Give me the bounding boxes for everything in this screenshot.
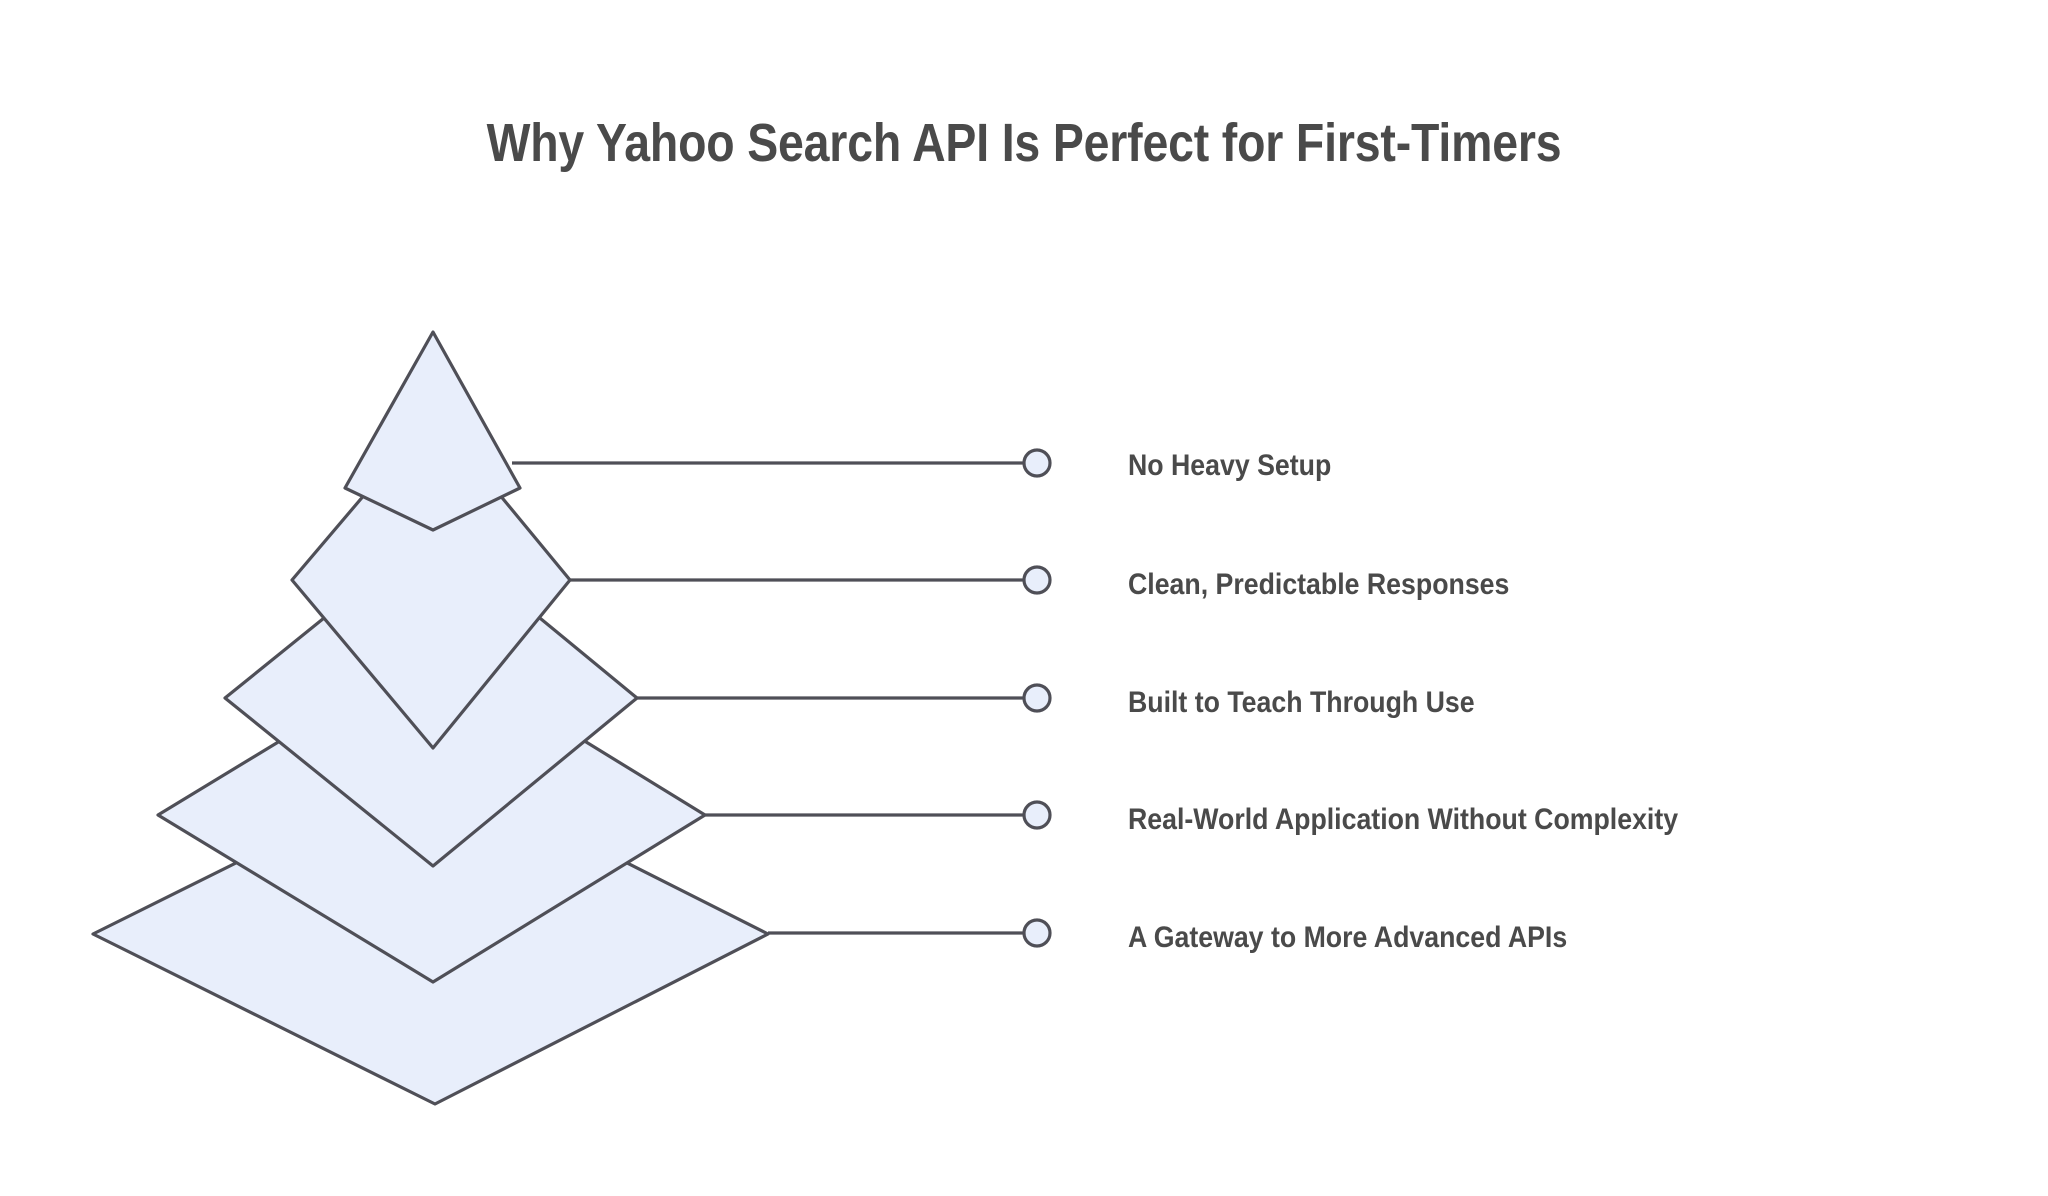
pyramid-level-1-label: No Heavy Setup <box>1128 449 1332 482</box>
pyramid-level-3-marker[interactable] <box>1022 683 1052 713</box>
pyramid-level-2-marker[interactable] <box>1022 565 1052 595</box>
pyramid-level-3-label: Built to Teach Through Use <box>1128 686 1475 719</box>
pyramid-level-1-shape[interactable] <box>343 330 522 532</box>
pyramid-level-4-label: Real-World Application Without Complexit… <box>1128 803 1679 836</box>
pyramid-level-2-label: Clean, Predictable Responses <box>1128 568 1510 601</box>
pyramid-level-1-marker[interactable] <box>1022 448 1052 478</box>
page-title: Why Yahoo Search API Is Perfect for Firs… <box>486 113 1562 173</box>
pyramid-level-5-label: A Gateway to More Advanced APIs <box>1128 921 1568 954</box>
pyramid-level-4-marker[interactable] <box>1022 800 1052 830</box>
pyramid-level-5-marker[interactable] <box>1022 918 1052 948</box>
pyramid-level-1[interactable] <box>343 330 1052 532</box>
